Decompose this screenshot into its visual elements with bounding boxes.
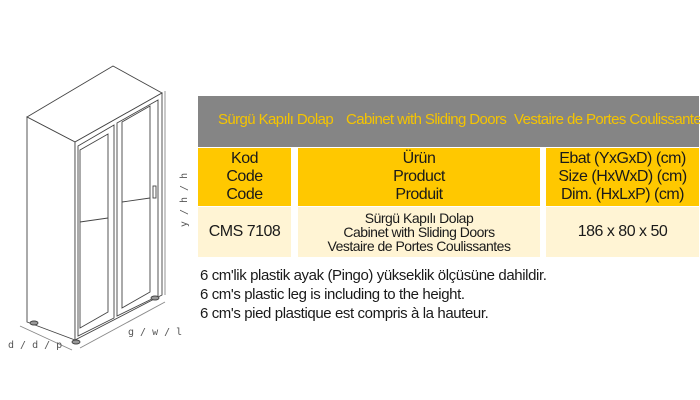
heading-line: Ürün	[402, 150, 436, 167]
code-heading: Kod Code Code	[198, 148, 291, 206]
height-label: y / h / h	[179, 173, 190, 227]
product-code: CMS 7108	[198, 207, 291, 257]
heading-line: Size (HxWxD) (cm)	[558, 168, 687, 185]
size-heading: Ebat (YxGxD) (cm) Size (HxWxD) (cm) Dim.…	[546, 148, 699, 206]
product-name-line: Cabinet with Sliding Doors	[343, 224, 495, 240]
note-line: 6 cm's pied plastique est compris à la h…	[200, 305, 489, 322]
heading-line: Code	[226, 168, 263, 185]
header-tr: Sürgü Kapılı Dolap	[218, 111, 334, 128]
width-label: g / w / l	[128, 327, 182, 338]
product-name-line: Sürgü Kapılı Dolap	[364, 210, 474, 226]
heading-line: Code	[226, 186, 263, 203]
cabinet-drawing: y / h / h g / w / l d / d / p	[8, 65, 190, 351]
header-en: Cabinet with Sliding Doors	[346, 111, 507, 128]
product-heading: Ürün Product Produit	[298, 148, 540, 206]
product-size: 186 x 80 x 50	[546, 207, 699, 257]
header-fr: Vestaire de Portes Coulissantes	[514, 111, 700, 128]
product-name: Sürgü Kapılı Dolap Cabinet with Sliding …	[298, 207, 540, 257]
note-line: 6 cm's plastic leg is including to the h…	[200, 286, 465, 303]
heading-line: Dim. (HxLxP) (cm)	[560, 186, 685, 203]
note-line: 6 cm'lik plastik ayak (Pingo) yükseklik …	[200, 267, 547, 284]
heading-line: Ebat (YxGxD) (cm)	[559, 150, 686, 167]
depth-label: d / d / p	[8, 340, 62, 351]
table-header: Sürgü Kapılı Dolap Cabinet with Sliding …	[198, 96, 700, 147]
heading-line: Kod	[231, 150, 258, 167]
notes: 6 cm'lik plastik ayak (Pingo) yükseklik …	[200, 266, 547, 323]
heading-line: Produit	[395, 186, 443, 203]
product-name-line: Vestaire de Portes Coulissantes	[327, 238, 511, 254]
heading-line: Product	[393, 168, 445, 185]
